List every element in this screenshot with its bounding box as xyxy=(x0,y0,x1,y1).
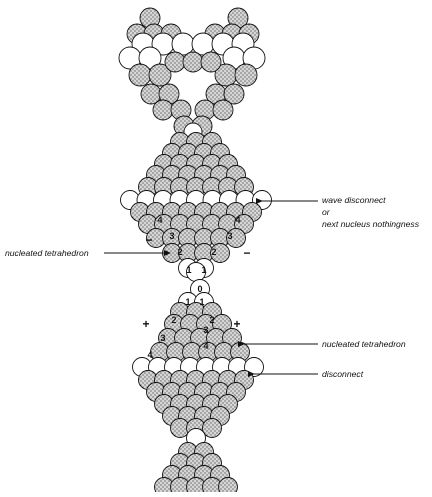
minus-sign-left: − xyxy=(145,233,152,247)
label-or: or xyxy=(322,207,330,217)
shell-number-lower: 3 xyxy=(160,333,165,343)
shell-number-lower: 4 xyxy=(203,341,208,351)
shell-number-lower: 2 xyxy=(171,315,176,325)
plus-sign-right: + xyxy=(233,317,240,331)
shell-number-upper: 1 xyxy=(186,265,191,275)
dotted-sphere xyxy=(210,243,230,263)
label-disconnect: disconnect xyxy=(322,369,364,379)
shell-number-center: 0 xyxy=(197,284,202,294)
minus-sign-right: − xyxy=(243,246,250,260)
dotted-sphere xyxy=(200,51,222,73)
shell-number-upper: 4 xyxy=(235,215,240,225)
shell-number-upper: 2 xyxy=(211,247,216,257)
shell-number-upper: 3 xyxy=(169,231,174,241)
white-sphere xyxy=(138,46,162,70)
dotted-sphere xyxy=(234,63,258,87)
shell-number-upper: 4 xyxy=(157,215,162,225)
shell-number-lower: 1 xyxy=(199,297,204,307)
shell-number-upper: 3 xyxy=(227,231,232,241)
dotted-sphere xyxy=(226,228,246,248)
dotted-sphere xyxy=(152,99,174,121)
label-nucleated-tetrahedron-right: nucleated tetrahedron xyxy=(322,339,406,349)
dotted-sphere xyxy=(148,63,172,87)
dotted-sphere xyxy=(223,83,245,105)
dotted-sphere xyxy=(202,418,222,438)
dotted-sphere xyxy=(218,477,238,497)
plus-sign-left: + xyxy=(142,317,149,331)
label-nucleated-tetrahedron-left: nucleated tetrahedron xyxy=(5,248,89,258)
dotted-sphere xyxy=(182,51,204,73)
shell-number-lower: 4 xyxy=(147,350,152,360)
shell-number-lower: 2 xyxy=(209,315,214,325)
shell-number-lower: 1 xyxy=(185,297,190,307)
label-next-nucleus: next nucleus nothingness xyxy=(322,219,419,229)
dotted-sphere xyxy=(128,63,152,87)
shell-number-upper: 2 xyxy=(177,247,182,257)
label-wave-disconnect: wave disconnect xyxy=(322,195,386,205)
shell-number-lower: 3 xyxy=(203,325,208,335)
dotted-sphere xyxy=(212,99,234,121)
shell-number-upper: 1 xyxy=(201,265,206,275)
dotted-sphere xyxy=(164,51,186,73)
